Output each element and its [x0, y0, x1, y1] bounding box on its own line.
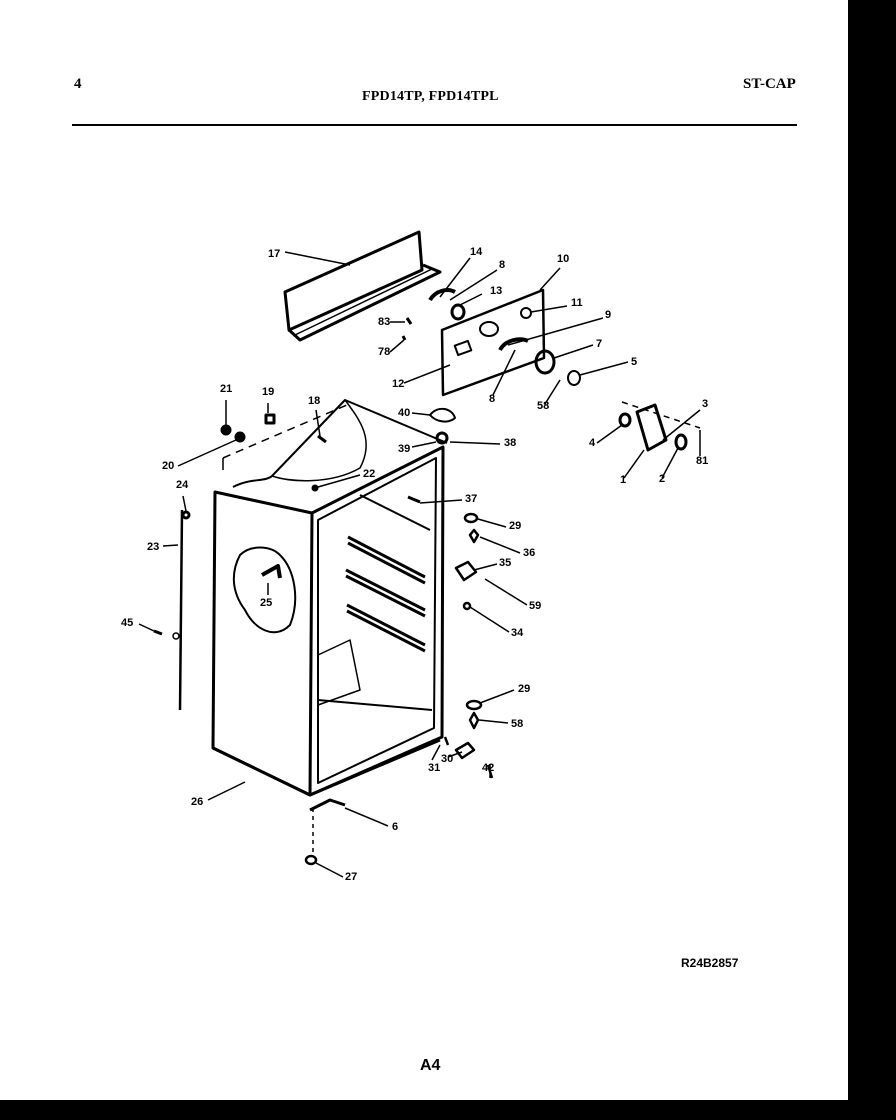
- svg-text:19: 19: [262, 386, 274, 398]
- svg-text:21: 21: [220, 383, 232, 395]
- header-divider: [72, 124, 797, 126]
- svg-text:18: 18: [308, 395, 320, 407]
- svg-text:78: 78: [378, 346, 390, 358]
- svg-text:81: 81: [696, 455, 708, 467]
- svg-text:29: 29: [518, 683, 530, 695]
- svg-text:10: 10: [557, 253, 569, 265]
- exploded-view-drawing: 17 14 8 10 13 11 83 9 78 7 5 12 8 58 3 2…: [121, 230, 708, 883]
- top-trim-channel: [283, 230, 442, 342]
- svg-text:27: 27: [345, 871, 357, 883]
- svg-text:42: 42: [482, 762, 494, 774]
- svg-text:37: 37: [465, 493, 477, 505]
- section-code: ST-CAP: [743, 76, 796, 92]
- svg-text:35: 35: [499, 557, 511, 569]
- svg-text:36: 36: [523, 547, 535, 559]
- svg-text:83: 83: [378, 316, 390, 328]
- svg-text:34: 34: [511, 627, 524, 639]
- svg-text:5: 5: [631, 356, 637, 368]
- svg-text:31: 31: [428, 762, 440, 774]
- svg-text:58: 58: [537, 400, 549, 412]
- leader-lines: [138, 251, 701, 878]
- callout-labels: 17 14 8 10 13 11 83 9 78 7 5 12 8 58 3 2…: [121, 246, 708, 883]
- small-parts: [153, 317, 456, 711]
- svg-text:12: 12: [392, 378, 404, 390]
- svg-text:26: 26: [191, 796, 203, 808]
- cabinet-body: [211, 399, 448, 855]
- svg-text:20: 20: [162, 460, 174, 472]
- svg-text:17: 17: [268, 248, 280, 260]
- hinge-parts: [304, 512, 494, 866]
- svg-text:8: 8: [499, 259, 505, 271]
- svg-text:8: 8: [489, 393, 495, 405]
- svg-text:25: 25: [260, 597, 272, 609]
- drawing-code: R24B2857: [681, 956, 739, 970]
- svg-text:2: 2: [659, 473, 665, 485]
- svg-text:58: 58: [511, 718, 523, 730]
- svg-text:23: 23: [147, 541, 159, 553]
- svg-text:29: 29: [509, 520, 521, 532]
- svg-text:39: 39: [398, 443, 410, 455]
- svg-text:22: 22: [363, 468, 375, 480]
- svg-text:40: 40: [398, 407, 410, 419]
- svg-text:11: 11: [571, 297, 583, 309]
- page-number: 4: [74, 76, 82, 92]
- svg-text:6: 6: [392, 821, 398, 833]
- svg-text:14: 14: [470, 246, 483, 258]
- page-label: A4: [420, 1057, 441, 1074]
- parts-diagram-page: 4 FPD14TP, FPD14TPL ST-CAP: [0, 0, 848, 1100]
- model-title: FPD14TP, FPD14TPL: [362, 89, 499, 104]
- svg-text:59: 59: [529, 600, 541, 612]
- svg-text:1: 1: [620, 474, 626, 486]
- svg-text:45: 45: [121, 617, 133, 629]
- thermostat-bracket: [618, 401, 701, 452]
- svg-text:7: 7: [596, 338, 602, 350]
- svg-text:13: 13: [490, 285, 502, 297]
- svg-text:4: 4: [589, 437, 596, 449]
- svg-text:24: 24: [176, 479, 189, 491]
- control-panel-plate: [428, 288, 581, 397]
- svg-text:38: 38: [504, 437, 516, 449]
- svg-text:9: 9: [605, 309, 611, 321]
- svg-text:3: 3: [702, 398, 708, 410]
- svg-text:30: 30: [441, 753, 453, 765]
